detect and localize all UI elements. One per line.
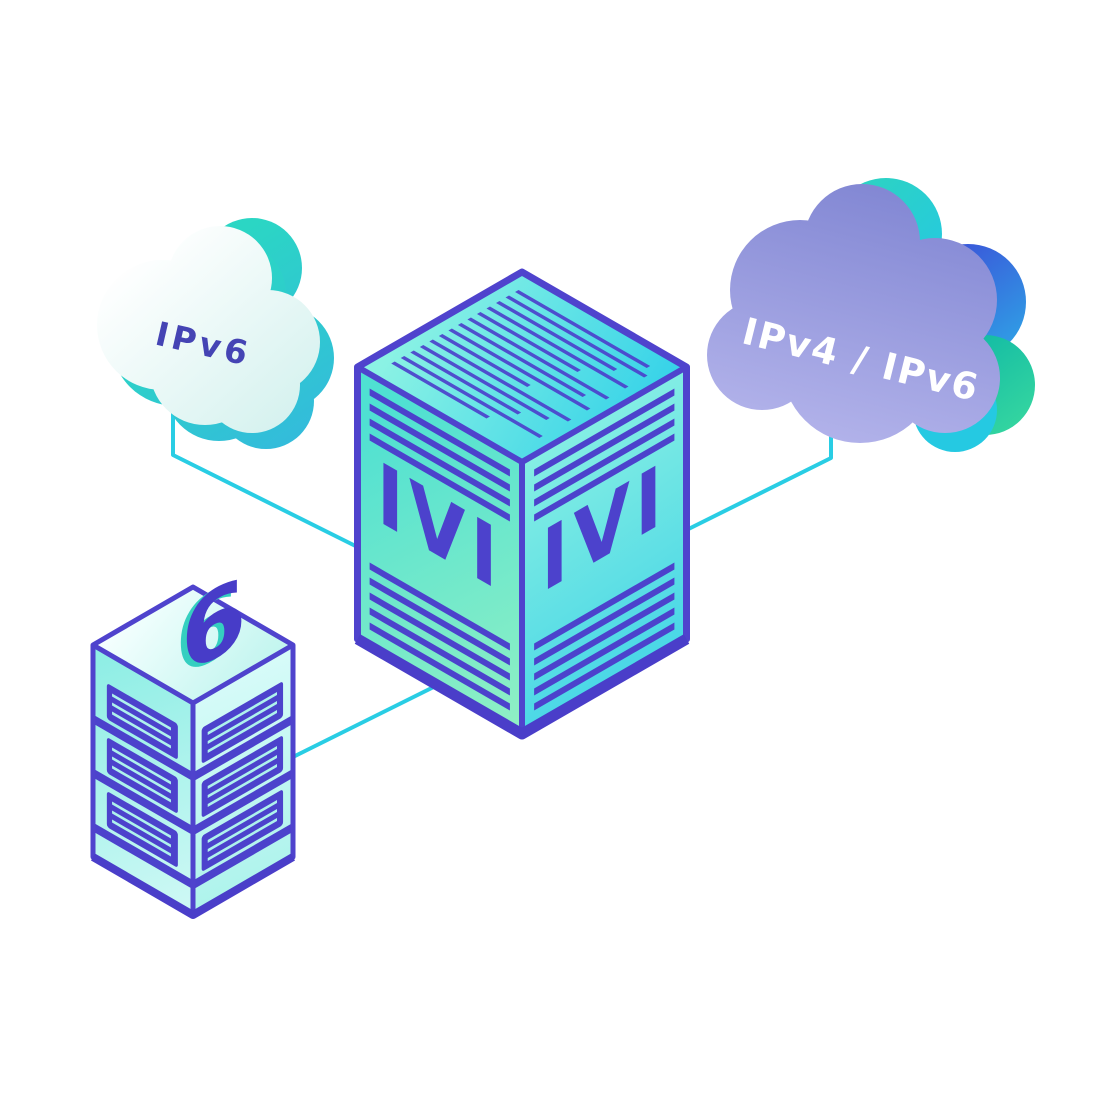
ipv6-cloud: IPv6: [97, 218, 334, 449]
connector-right-cloud-to-translator: [685, 420, 833, 532]
ipv6-server-rack: 6 6: [90, 554, 296, 919]
ipv4-ipv6-cloud-body: [707, 184, 1000, 443]
ipv4-ipv6-cloud: IPv4 / IPv6: [707, 178, 1035, 452]
server-base-edge: [90, 853, 296, 919]
ivi-translator-box: IVI IVI: [354, 268, 690, 740]
server-left-face-details: [93, 684, 193, 889]
translator-inner-edges: [355, 364, 689, 734]
connector-left-cloud-to-translator: [171, 405, 359, 549]
server-right-face-details: [193, 682, 293, 890]
translator-top-face-lines: [391, 290, 651, 438]
ipv6-cloud-body: [97, 226, 320, 433]
server-inner-edges: [91, 642, 295, 915]
translator-base-edge: [354, 634, 690, 740]
